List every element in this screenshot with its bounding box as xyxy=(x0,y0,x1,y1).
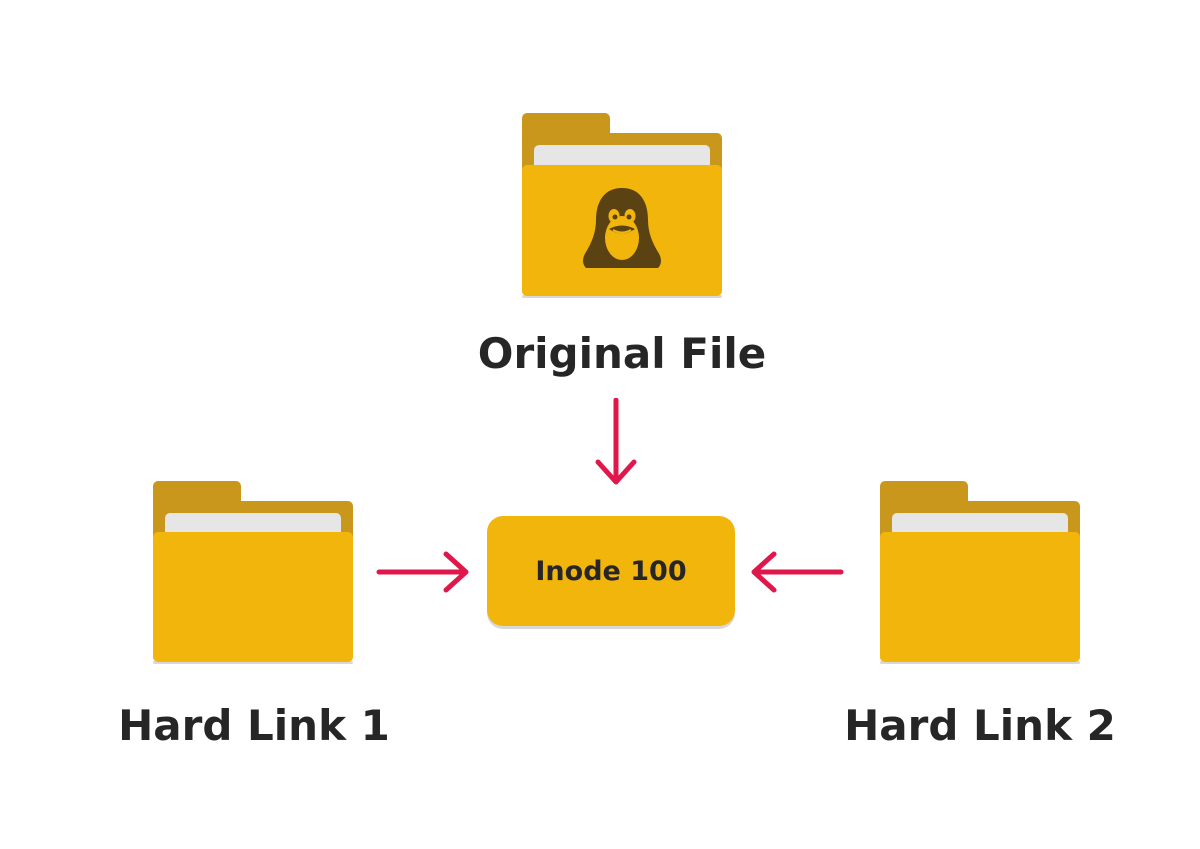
hard-link-1-label: Hard Link 1 xyxy=(118,701,390,750)
hard-link-2-label: Hard Link 2 xyxy=(844,701,1116,750)
original-file-folder-icon xyxy=(522,113,724,299)
arrow-link2-to-inode xyxy=(751,551,844,593)
hard-link-2-folder-icon xyxy=(880,481,1082,667)
hard-link-1-folder-icon xyxy=(153,481,355,667)
tux-penguin-icon xyxy=(583,188,661,268)
arrow-original-to-inode xyxy=(595,398,637,485)
original-file-label: Original File xyxy=(477,329,767,378)
inode-box: Inode 100 xyxy=(487,516,735,626)
inode-label: Inode 100 xyxy=(535,555,687,587)
arrow-link1-to-inode xyxy=(376,551,469,593)
